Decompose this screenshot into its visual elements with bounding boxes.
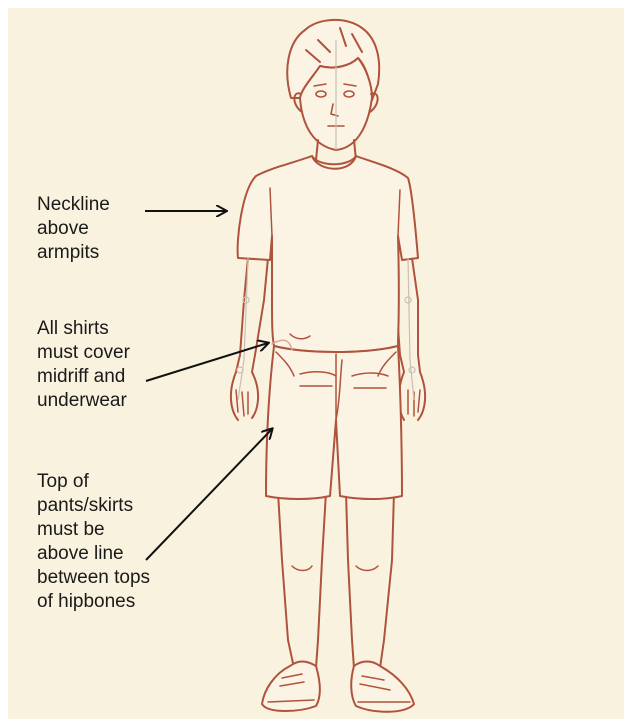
left-shoe — [262, 662, 320, 712]
left-leg — [278, 492, 326, 668]
right-leg — [346, 492, 394, 668]
left-knee — [292, 566, 312, 571]
right-shoe — [351, 662, 414, 712]
neckline-annotation: Neckline above armpits — [37, 193, 187, 265]
t-shirt — [238, 156, 418, 352]
right-knee — [356, 566, 378, 571]
shirts-annotation: All shirts must cover midriff and underw… — [37, 317, 187, 413]
pants-annotation: Top of pants/skirts must be above line b… — [37, 470, 187, 614]
